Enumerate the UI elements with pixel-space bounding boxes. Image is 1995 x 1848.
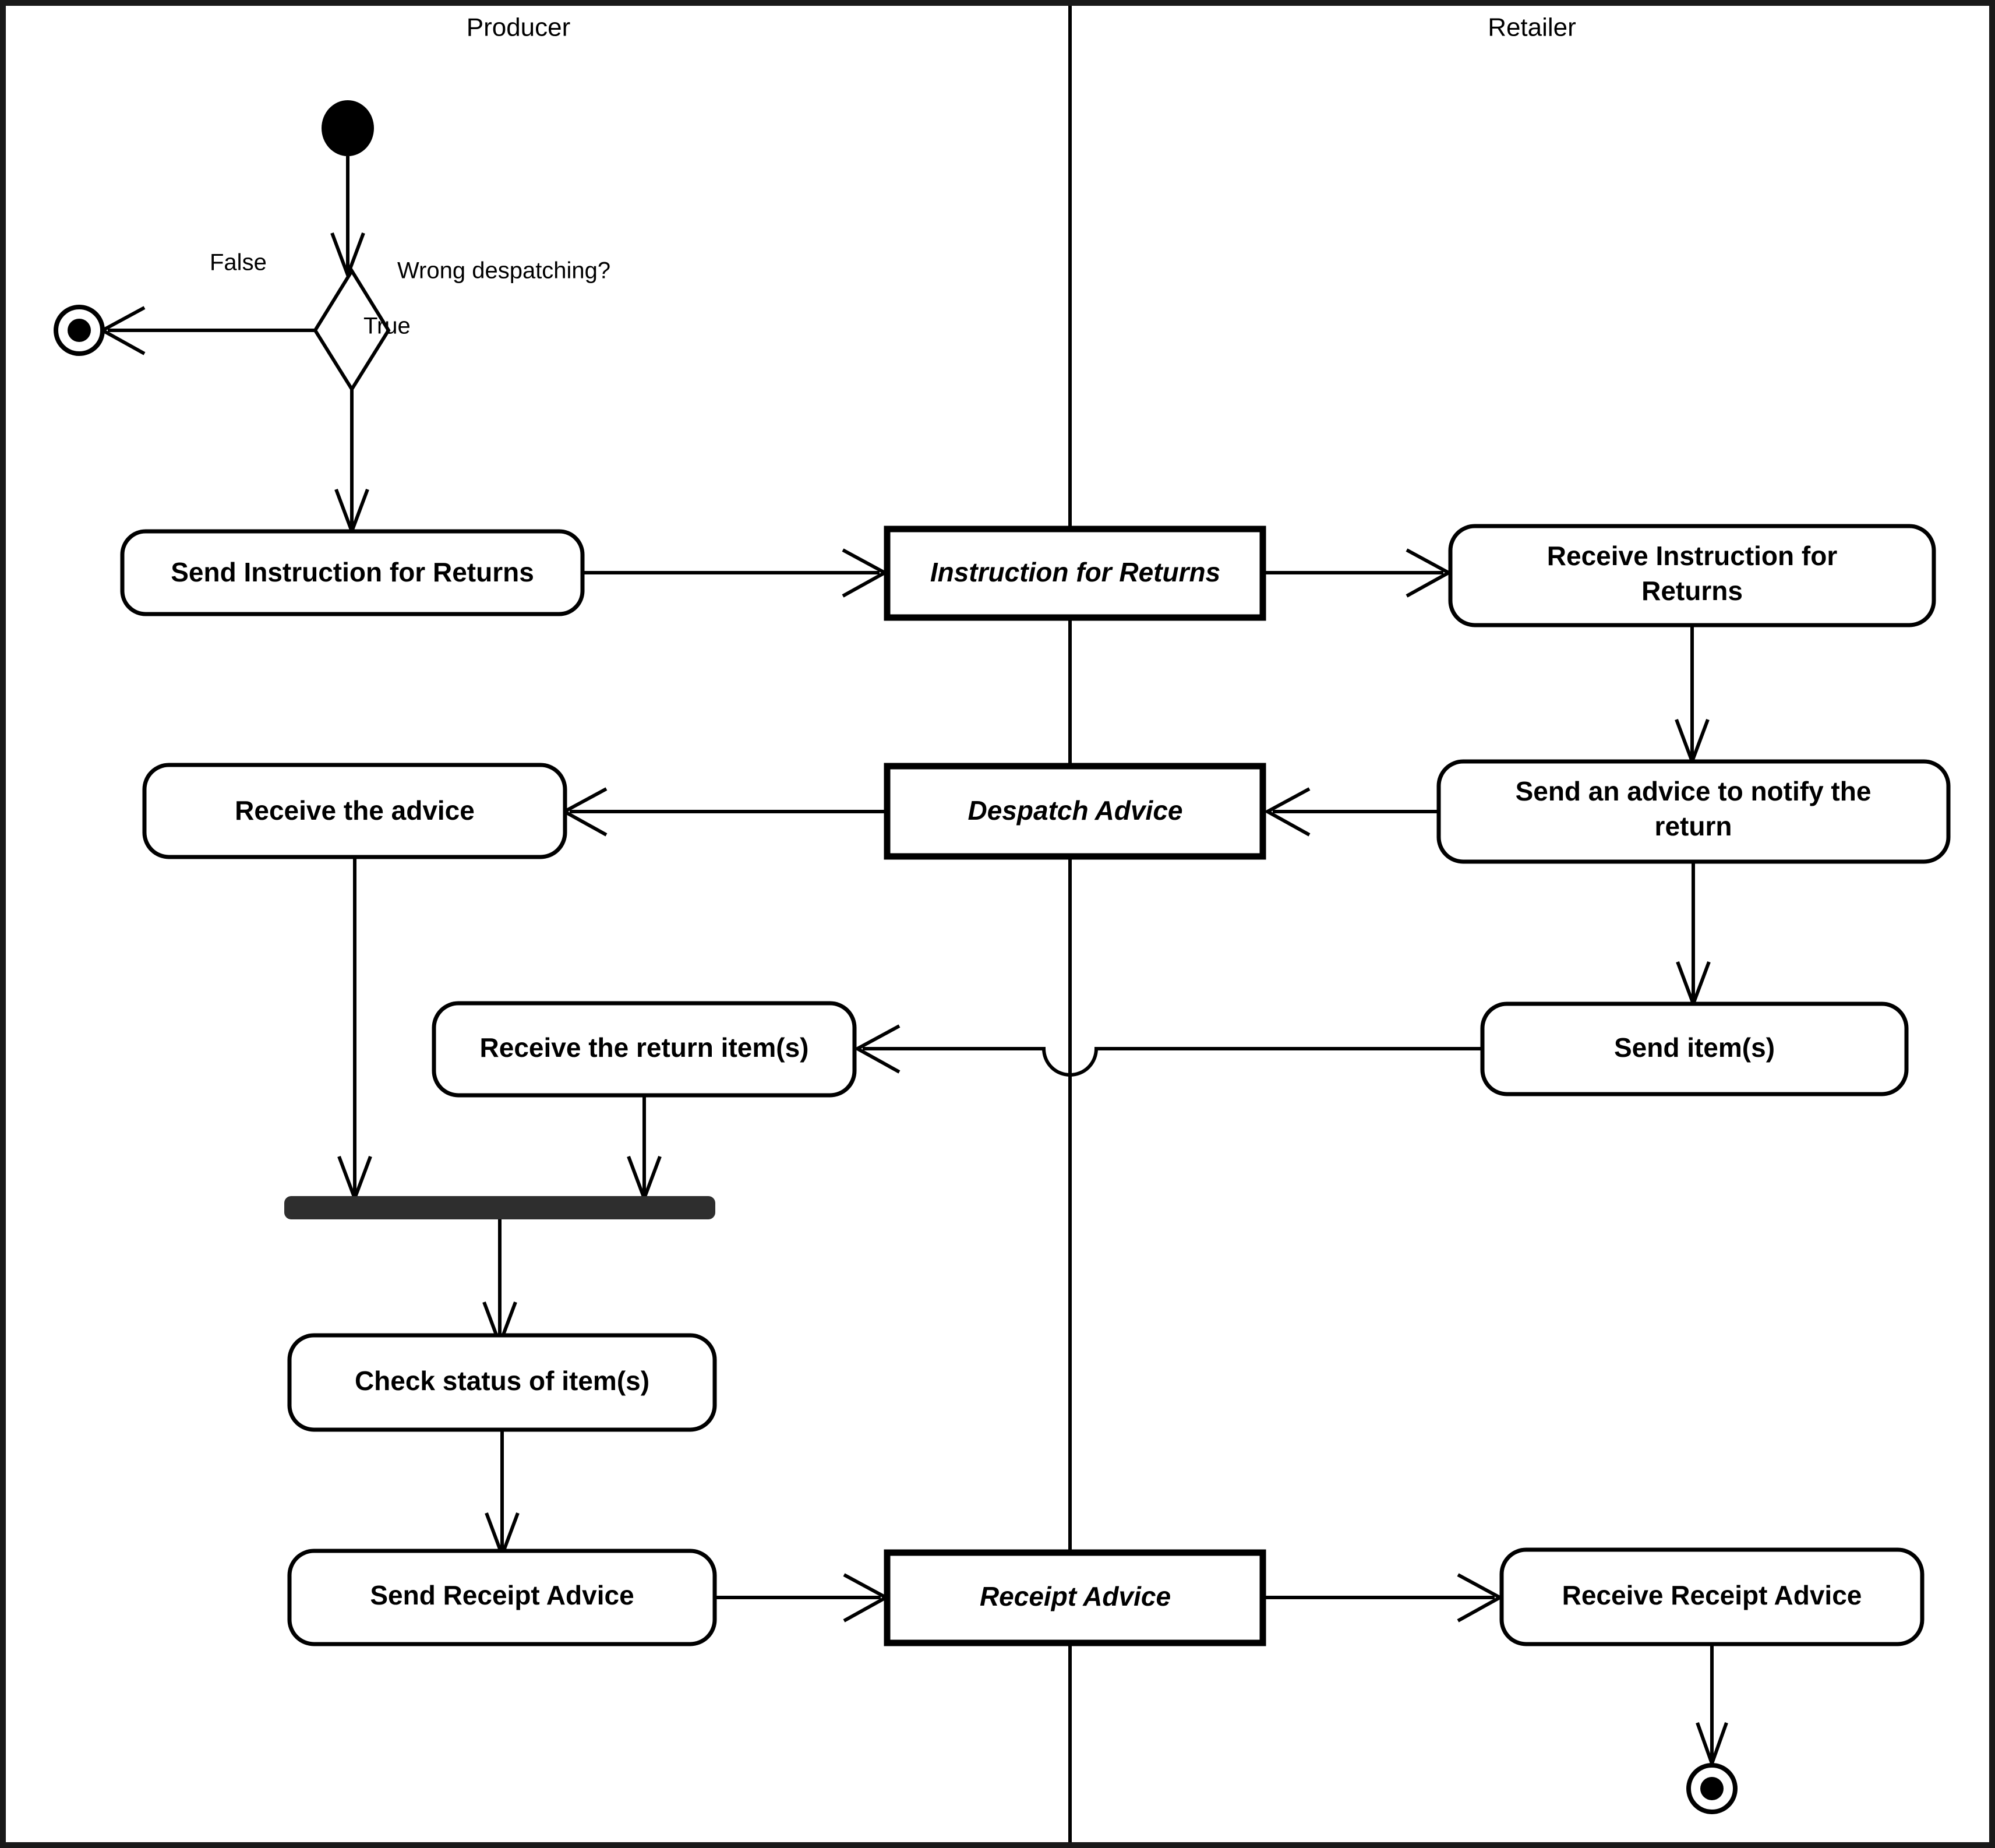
action-label-receive-receipt-advice: Receive Receipt Advice <box>1562 1580 1862 1610</box>
action-label-receive-instruction-for-returns-line2: Returns <box>1641 576 1743 606</box>
arrowhead-b2-to-s2 <box>1263 787 1311 837</box>
arrowhead-b3-to-a3 <box>853 1024 901 1074</box>
action-label-receive-the-advice: Receive the advice <box>235 795 475 826</box>
signal-label-despatch-advice: Despatch Advice <box>968 795 1183 826</box>
action-label-send-advice-line2: return <box>1655 811 1732 841</box>
flow-b3-to-a3 <box>863 1047 1482 1077</box>
action-label-send-instruction-for-returns: Send Instruction for Returns <box>171 557 534 587</box>
final-node-left-core <box>68 319 91 342</box>
decision-label: Wrong despatching? <box>397 258 610 284</box>
signal-label-receipt-advice: Receipt Advice <box>980 1581 1171 1611</box>
action-label-check-status-of-items: Check status of item(s) <box>355 1366 649 1396</box>
guard-label-false: False <box>210 250 267 276</box>
diagram-svg: Producer Retailer Wrong despatching? Fal… <box>54 6 1951 1842</box>
action-label-receive-instruction-for-returns-line1: Receive Instruction for <box>1547 541 1838 571</box>
lane-label-retailer: Retailer <box>1488 13 1576 42</box>
signal-instruction-for-returns[interactable] <box>884 526 1266 621</box>
action-label-send-items: Send item(s) <box>1614 1032 1775 1063</box>
action-label-receive-the-return-items: Receive the return item(s) <box>480 1032 809 1063</box>
final-node-right-core <box>1700 1777 1724 1800</box>
signal-label-instruction-for-returns: Instruction for Returns <box>930 557 1220 587</box>
join-node-bar[interactable] <box>284 1196 715 1219</box>
initial-node[interactable] <box>322 100 374 156</box>
action-label-send-advice-line1: Send an advice to notify the <box>1516 776 1872 806</box>
guard-label-true: True <box>363 313 411 339</box>
action-label-send-receipt-advice: Send Receipt Advice <box>370 1580 634 1610</box>
lane-label-producer: Producer <box>467 13 571 42</box>
